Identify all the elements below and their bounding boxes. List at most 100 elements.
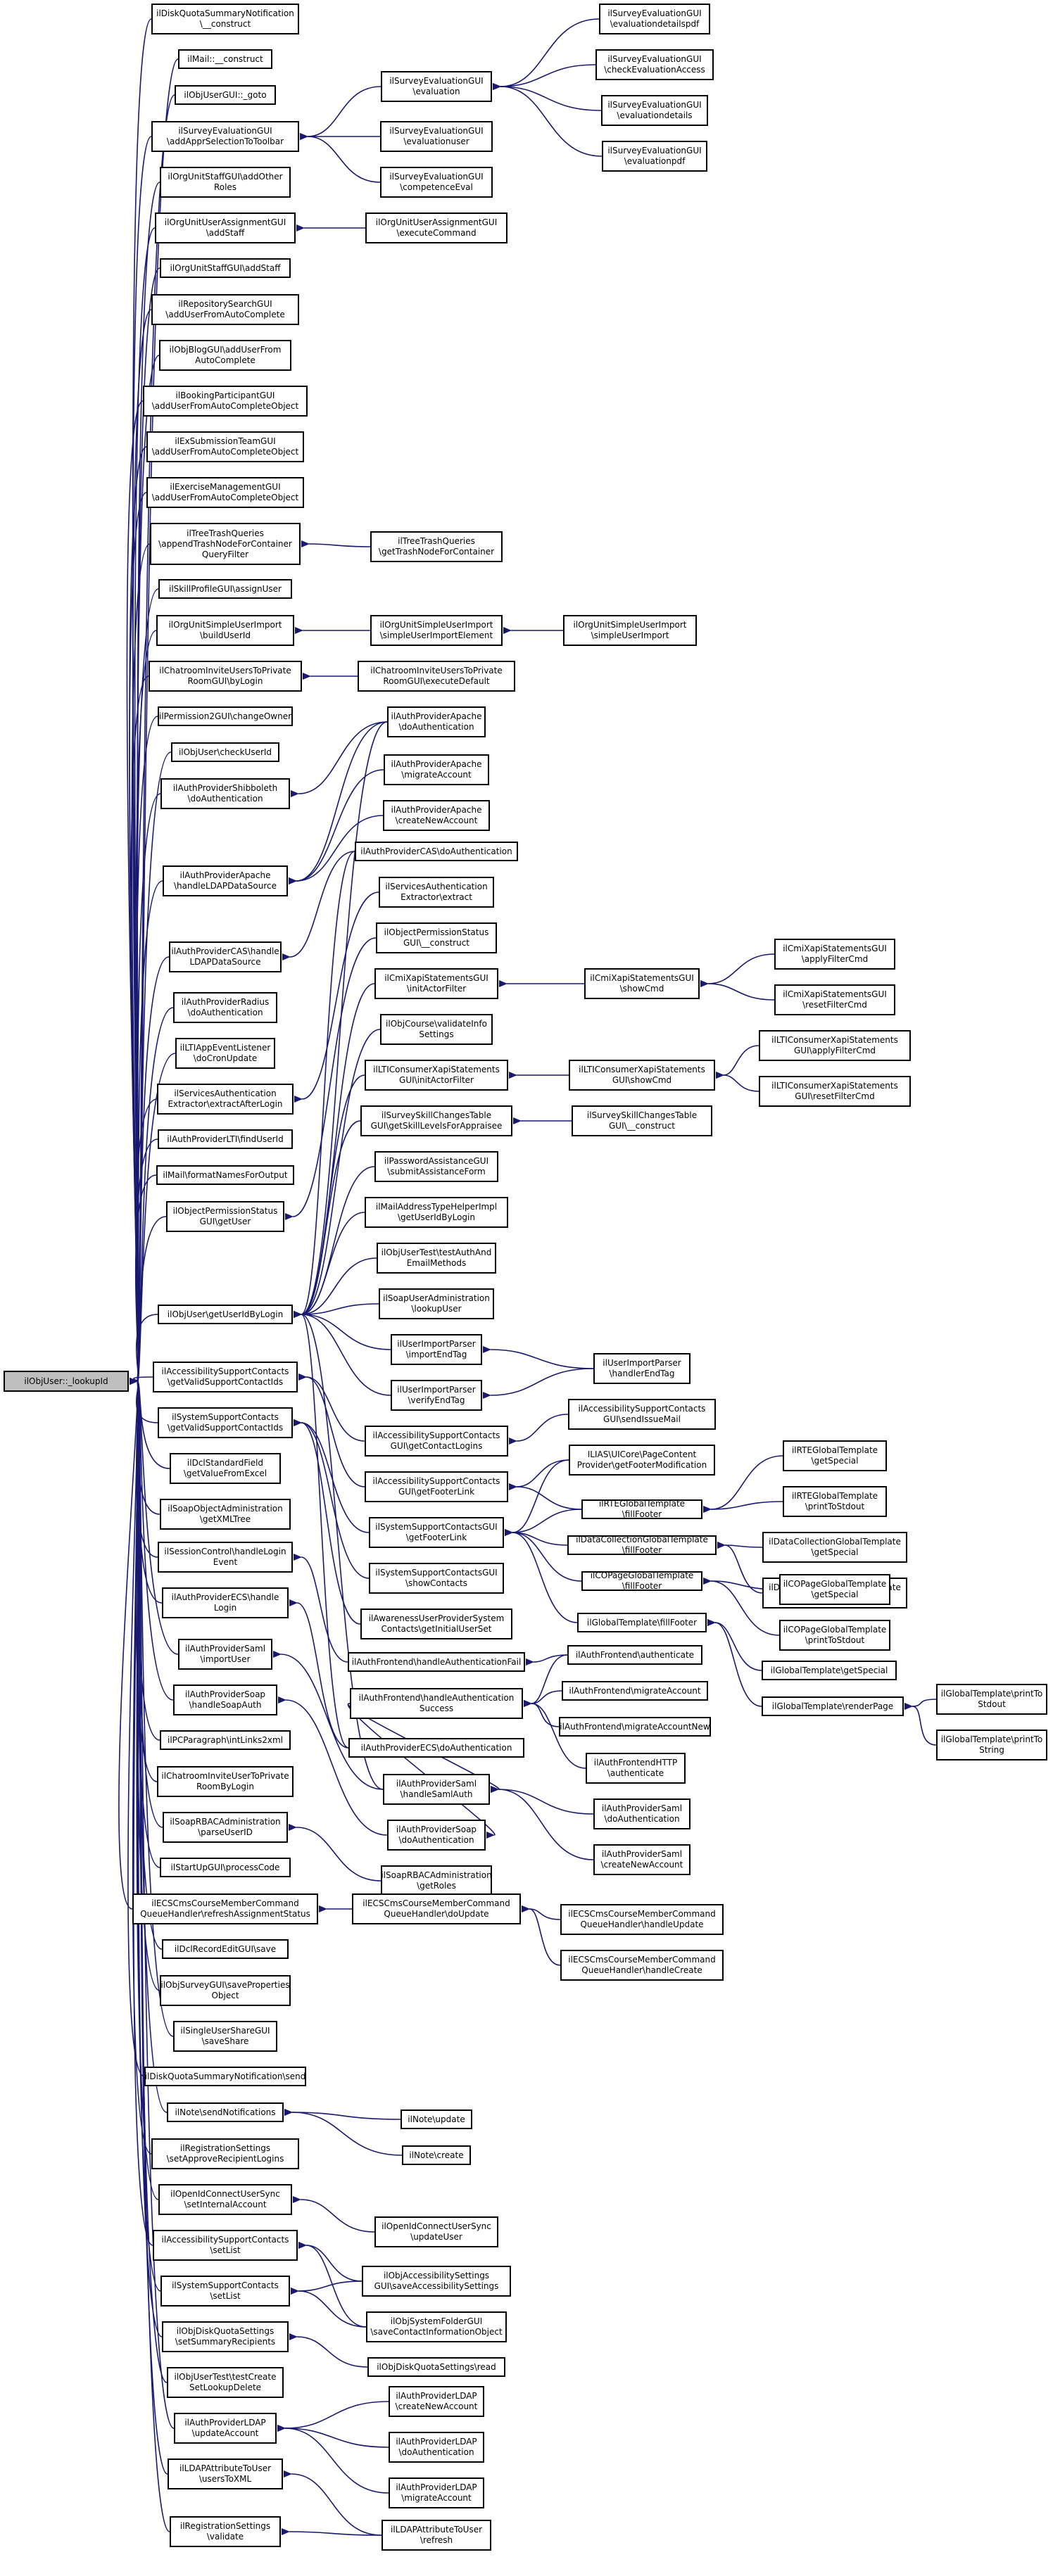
node-r5[interactable]: ilOrgUnitSimpleUserImport\simpleUserImpo… xyxy=(563,615,697,646)
node-n17[interactable]: ilPermission2GUI\changeOwner xyxy=(158,706,293,726)
node-r17[interactable]: ilAuthFrontend\migrateAccount xyxy=(562,1681,708,1701)
node-n4[interactable]: ilSurveyEvaluationGUI\addApprSelectionTo… xyxy=(151,121,299,152)
node-n37[interactable]: ilPCParagraph\intLinks2xml xyxy=(160,1730,291,1750)
node-s10[interactable]: ilCOPageGlobalTemplate\printToStdout xyxy=(779,1620,890,1651)
node-n51[interactable]: ilObjDiskQuotaSettings\setSummaryRecipie… xyxy=(162,2321,289,2352)
node-s1[interactable]: ilCmiXapiStatementsGUI\applyFilterCmd xyxy=(774,939,895,970)
node-s11[interactable]: ilGlobalTemplate\getSpecial xyxy=(762,1661,897,1680)
node-m42[interactable]: ilAuthProviderLDAP\createNewAccount xyxy=(389,2386,484,2417)
node-n11[interactable]: ilExSubmissionTeamGUI\addUserFromAutoCom… xyxy=(146,431,304,462)
node-n18[interactable]: ilObjUser\checkUserId xyxy=(171,742,279,762)
node-n49[interactable]: ilAccessibilitySupportContacts\setList xyxy=(153,2230,298,2261)
node-n46[interactable]: ilNote\sendNotifications xyxy=(167,2102,284,2122)
root-node[interactable]: ilObjUser::_lookupId xyxy=(4,1371,129,1392)
node-n55[interactable]: ilRegistrationSettings\validate xyxy=(170,2516,281,2547)
node-m36[interactable]: ilNote\update xyxy=(401,2109,472,2129)
node-n32[interactable]: ilSoapObjectAdministration\getXMLTree xyxy=(160,1499,291,1530)
node-n6[interactable]: ilOrgUnitUserAssignmentGUI\addStaff xyxy=(155,212,296,243)
node-m8[interactable]: ilAuthProviderApache\doAuthentication xyxy=(387,706,486,737)
node-m22[interactable]: ilUserImportParser\importEndTag xyxy=(391,1334,482,1365)
node-r18[interactable]: ilAuthFrontend\migrateAccountNew xyxy=(559,1717,711,1737)
node-m3[interactable]: ilSurveyEvaluationGUI\competenceEval xyxy=(380,167,493,198)
node-m19[interactable]: ilMailAddressTypeHelperImpl\getUserIdByL… xyxy=(365,1197,508,1228)
node-n50[interactable]: ilSystemSupportContacts\setList xyxy=(160,2276,290,2307)
node-n13[interactable]: ilTreeTrashQueries\appendTrashNodeForCon… xyxy=(150,523,301,565)
node-m4[interactable]: ilOrgUnitUserAssignmentGUI\executeComman… xyxy=(365,212,507,243)
node-s6[interactable]: ilRTEGlobalTemplate\printToStdout xyxy=(783,1486,887,1517)
node-r20[interactable]: ilAuthProviderSaml\doAuthentication xyxy=(593,1798,691,1829)
node-m32[interactable]: ilAuthProviderSaml\handleSamlAuth xyxy=(383,1774,490,1805)
node-r2[interactable]: ilSurveyEvaluationGUI\checkEvaluationAcc… xyxy=(595,49,714,80)
node-s12[interactable]: ilGlobalTemplate\renderPage xyxy=(762,1696,904,1716)
node-r3[interactable]: ilSurveyEvaluationGUI\evaluationdetails xyxy=(601,95,708,126)
node-n28[interactable]: ilObjUser\getUserIdByLogin xyxy=(158,1305,293,1324)
node-m45[interactable]: ilLDAPAttributeToUser\refresh xyxy=(382,2520,491,2551)
node-n14[interactable]: ilSkillProfileGUI\assignUser xyxy=(158,579,292,599)
node-m31[interactable]: ilAuthProviderECS\doAuthentication xyxy=(348,1738,524,1758)
node-r14[interactable]: ilCOPageGlobalTemplate\fillFooter xyxy=(581,1571,702,1591)
node-r9[interactable]: ilUserImportParser\handlerEndTag xyxy=(593,1353,691,1384)
node-n40[interactable]: ilStartUpGUI\processCode xyxy=(160,1858,291,1877)
node-n31[interactable]: ilDclStandardField\getValueFromExcel xyxy=(170,1453,281,1484)
node-s2[interactable]: ilCmiXapiStatementsGUI\resetFilterCmd xyxy=(774,984,895,1015)
node-r13[interactable]: ilDataCollectionGlobalTemplate\fillFoote… xyxy=(567,1535,717,1555)
node-n2[interactable]: ilMail::__construct xyxy=(178,49,272,69)
node-m23[interactable]: ilUserImportParser\verifyEndTag xyxy=(391,1380,482,1411)
node-n19[interactable]: ilAuthProviderShibboleth\doAuthenticatio… xyxy=(160,778,290,809)
node-n44[interactable]: ilSingleUserShareGUI\saveShare xyxy=(173,2021,277,2052)
node-m9[interactable]: ilAuthProviderApache\migrateAccount xyxy=(384,754,489,785)
node-m1[interactable]: ilSurveyEvaluationGUI\evaluation xyxy=(381,71,492,102)
node-m2[interactable]: ilSurveyEvaluationGUI\evaluationuser xyxy=(380,121,493,152)
node-n23[interactable]: ilLTIAppEventListener\doCronUpdate xyxy=(175,1038,275,1069)
node-n1[interactable]: ilDiskQuotaSummaryNotification\__constru… xyxy=(151,4,299,34)
node-r1[interactable]: ilSurveyEvaluationGUI\evaluationdetailsp… xyxy=(599,4,710,34)
node-r15[interactable]: ilGlobalTemplate\fillFooter xyxy=(577,1613,707,1632)
node-m10[interactable]: ilAuthProviderApache\createNewAccount xyxy=(383,800,490,831)
node-s7[interactable]: ilDataCollectionGlobalTemplate\getSpecia… xyxy=(762,1532,907,1563)
node-n36[interactable]: ilAuthProviderSoap\handleSoapAuth xyxy=(173,1684,277,1715)
node-r6[interactable]: ilCmiXapiStatementsGUI\showCmd xyxy=(584,968,700,999)
node-m18[interactable]: ilPasswordAssistanceGUI\submitAssistance… xyxy=(374,1151,498,1182)
node-n45[interactable]: ilDiskQuotaSummaryNotification\send xyxy=(144,2067,306,2086)
node-m41[interactable]: ilObjDiskQuotaSettings\read xyxy=(367,2357,505,2377)
node-m21[interactable]: ilSoapUserAdministration\lookupUser xyxy=(379,1288,494,1319)
node-n35[interactable]: ilAuthProviderSaml\importUser xyxy=(178,1639,272,1670)
node-m33[interactable]: ilAuthProviderSoap\doAuthentication xyxy=(387,1820,486,1851)
node-n29[interactable]: ilAccessibilitySupportContacts\getValidS… xyxy=(153,1362,298,1392)
node-m34[interactable]: ilSoapRBACAdministration\getRoles xyxy=(381,1865,492,1896)
node-m37[interactable]: ilNote\create xyxy=(402,2145,471,2165)
node-n39[interactable]: ilSoapRBACAdministration\parseUserID xyxy=(163,1812,288,1843)
node-m38[interactable]: ilOpenIdConnectUserSync\updateUser xyxy=(374,2216,498,2247)
node-r12[interactable]: ilRTEGlobalTemplate\fillFooter xyxy=(581,1499,702,1519)
node-m5[interactable]: ilTreeTrashQueries\getTrashNodeForContai… xyxy=(370,531,503,562)
node-n7[interactable]: ilOrgUnitStaffGUI\addStaff xyxy=(160,258,291,278)
node-n42[interactable]: ilDclRecordEditGUI\save xyxy=(162,1939,289,1959)
node-n10[interactable]: ilBookingParticipantGUI\addUserFromAutoC… xyxy=(143,386,308,417)
node-n47[interactable]: ilRegistrationSettings\setApproveRecipie… xyxy=(151,2138,299,2169)
node-s5[interactable]: ilRTEGlobalTemplate\getSpecial xyxy=(783,1440,887,1471)
